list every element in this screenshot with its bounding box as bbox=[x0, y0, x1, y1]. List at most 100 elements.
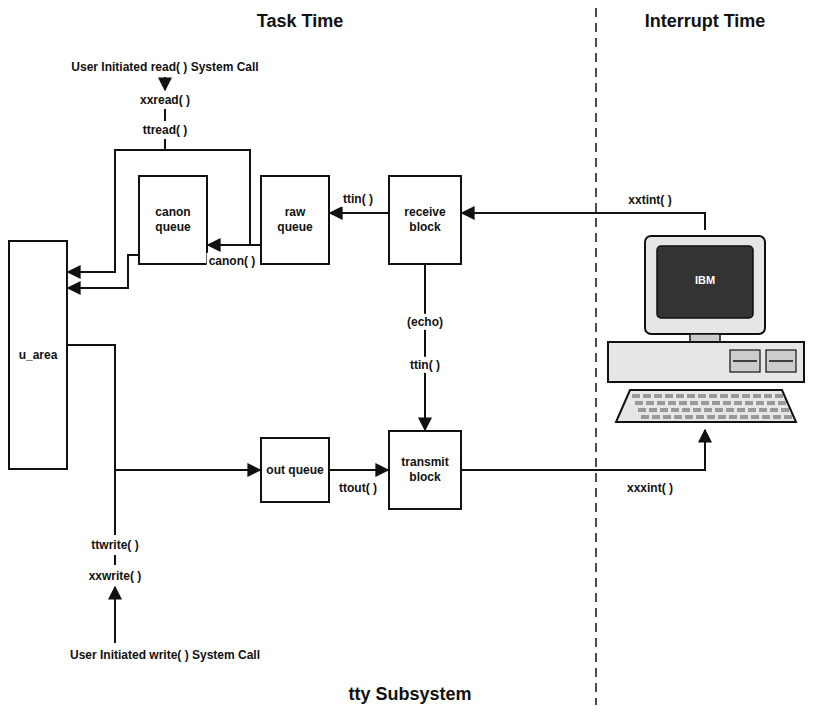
key bbox=[690, 401, 698, 405]
drive-slot bbox=[769, 360, 793, 362]
key bbox=[723, 401, 731, 405]
flow-connector bbox=[68, 345, 260, 470]
write-call-arrow bbox=[114, 587, 116, 643]
transmit-block-box: transmit block bbox=[388, 430, 462, 510]
call-note: User Initiated write( ) System Call bbox=[68, 647, 262, 663]
function-name: xxwrite( ) bbox=[87, 568, 144, 584]
key bbox=[745, 401, 753, 405]
screen-logo: IBM bbox=[693, 274, 717, 286]
box-label: out queue bbox=[262, 461, 327, 480]
keyboard bbox=[616, 390, 796, 422]
key bbox=[731, 394, 739, 398]
key bbox=[674, 415, 682, 419]
drive-slot bbox=[733, 360, 757, 362]
key bbox=[701, 401, 709, 405]
write-call-line bbox=[114, 555, 116, 565]
monitor-screen bbox=[657, 246, 753, 318]
key bbox=[742, 394, 750, 398]
key bbox=[649, 408, 657, 412]
key bbox=[665, 394, 673, 398]
key bbox=[764, 394, 772, 398]
key bbox=[707, 415, 715, 419]
function-name: xxtint( ) bbox=[626, 192, 673, 208]
canon-queue-box: canon queue bbox=[138, 175, 208, 265]
key bbox=[720, 394, 728, 398]
echo-note: (echo) bbox=[405, 314, 445, 330]
key bbox=[641, 415, 649, 419]
flow-connector bbox=[68, 255, 138, 288]
monitor-case bbox=[645, 236, 765, 334]
flow-connector bbox=[424, 265, 426, 430]
function-name: canon( ) bbox=[207, 253, 258, 269]
key bbox=[660, 408, 668, 412]
key bbox=[682, 408, 690, 412]
key bbox=[759, 408, 767, 412]
key bbox=[770, 408, 778, 412]
key bbox=[646, 401, 654, 405]
section-heading: Task Time bbox=[255, 10, 345, 34]
key bbox=[718, 415, 726, 419]
key bbox=[781, 408, 789, 412]
function-name: ttin( ) bbox=[408, 357, 442, 373]
key bbox=[663, 415, 671, 419]
key bbox=[773, 415, 781, 419]
key bbox=[767, 401, 775, 405]
key bbox=[737, 408, 745, 412]
section-heading: Interrupt Time bbox=[643, 10, 768, 34]
key bbox=[775, 394, 783, 398]
out-queue-box: out queue bbox=[260, 437, 330, 503]
key bbox=[632, 394, 640, 398]
key bbox=[740, 415, 748, 419]
u-area-box: u_area bbox=[8, 240, 68, 470]
read-call-line bbox=[164, 139, 166, 150]
key bbox=[676, 394, 684, 398]
key bbox=[685, 415, 693, 419]
key bbox=[635, 401, 643, 405]
computer-illustration bbox=[600, 230, 812, 430]
key bbox=[709, 394, 717, 398]
function-name: xxread( ) bbox=[138, 92, 192, 108]
computer-terminal: IBM bbox=[600, 230, 812, 430]
box-label: canon queue bbox=[140, 203, 206, 237]
key bbox=[643, 394, 651, 398]
key bbox=[729, 415, 737, 419]
system-unit bbox=[608, 342, 804, 382]
disk-drive bbox=[766, 350, 796, 372]
box-label: receive block bbox=[390, 203, 460, 237]
key bbox=[734, 401, 742, 405]
key bbox=[698, 394, 706, 398]
flow-connector bbox=[330, 212, 388, 214]
key bbox=[654, 394, 662, 398]
key bbox=[748, 408, 756, 412]
disk-drive bbox=[730, 350, 760, 372]
key bbox=[704, 408, 712, 412]
figure-caption: tty Subsystem bbox=[346, 683, 473, 707]
flow-connector bbox=[462, 430, 705, 470]
box-label: raw queue bbox=[262, 203, 328, 237]
box-label: u_area bbox=[15, 346, 62, 365]
key bbox=[756, 401, 764, 405]
key bbox=[696, 415, 704, 419]
key bbox=[751, 415, 759, 419]
key bbox=[679, 401, 687, 405]
key bbox=[687, 394, 695, 398]
box-label: transmit block bbox=[390, 453, 460, 487]
function-name: ttread( ) bbox=[141, 122, 190, 138]
flow-connector bbox=[68, 150, 260, 272]
key bbox=[715, 408, 723, 412]
key bbox=[693, 408, 701, 412]
write-call-line bbox=[114, 470, 116, 535]
key bbox=[753, 394, 761, 398]
function-name: xxxint( ) bbox=[625, 480, 675, 496]
receive-block-box: receive block bbox=[388, 175, 462, 265]
key bbox=[652, 415, 660, 419]
key bbox=[712, 401, 720, 405]
flow-connector bbox=[330, 469, 388, 471]
read-call-arrow bbox=[164, 77, 166, 90]
monitor-stand bbox=[690, 334, 720, 342]
time-divider bbox=[595, 8, 597, 705]
raw-queue-box: raw queue bbox=[260, 175, 330, 265]
key bbox=[784, 415, 792, 419]
key bbox=[668, 401, 676, 405]
